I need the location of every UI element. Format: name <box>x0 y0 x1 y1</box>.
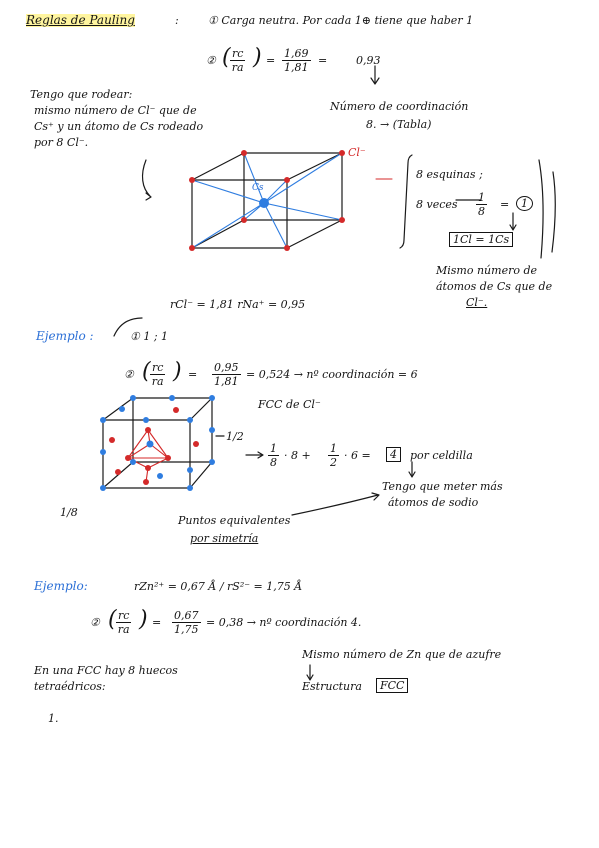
eight-corners: 8 esquinas ; <box>416 168 483 181</box>
page-title: Reglas de Pauling <box>26 13 135 27</box>
note-left-1: Tengo que rodear: <box>30 88 133 101</box>
arrow-down-coordination <box>370 65 380 85</box>
ex1-equals: = <box>188 368 198 381</box>
ex2-equals: = <box>152 616 162 629</box>
cube1-cs-label: Cs <box>252 183 264 193</box>
half-label: 1/2 <box>226 430 244 443</box>
puntos-1: Puntos equivalentes <box>178 514 291 527</box>
eight-times: 8 veces <box>416 198 458 211</box>
list-item-1: 1. <box>48 712 59 725</box>
equals-3: = <box>500 198 510 211</box>
cscl-cube <box>189 150 345 251</box>
one-eighth-label: 1/8 <box>60 506 78 519</box>
sum-unit: por celdilla <box>410 449 473 462</box>
rule-1: ① Carga neutra. Por cada 1⊕ tiene que ha… <box>208 14 474 27</box>
note-more-2: átomos de sodio <box>388 496 479 509</box>
fcc-cl-label: FCC de Cl⁻ <box>258 398 321 411</box>
ex2-paren-close: ) <box>139 607 148 632</box>
note-more-1: Tengo que meter más <box>382 480 503 493</box>
cube1-cl-label: Cl⁻ <box>348 146 366 159</box>
note-zn: Mismo número de Zn que de azufre <box>302 648 502 661</box>
arrow-puntos <box>291 492 380 516</box>
radii-1: rCl⁻ = 1,81 rNa⁺ = 0,95 <box>170 298 306 311</box>
hook-arrow <box>113 317 143 337</box>
note-min-1: Mismo número de <box>436 264 538 277</box>
sum-end: · 6 = <box>344 449 371 462</box>
arrow-down-result <box>509 212 517 231</box>
note-coord-2: 8. → (Tabla) <box>366 118 432 131</box>
brace-right <box>538 159 556 259</box>
estructura-label: Estructura <box>302 680 362 693</box>
ejemplo-1-heading: Ejemplo : <box>36 329 94 343</box>
ex2-rule-2-label: ② <box>90 616 100 629</box>
nacl-cube <box>100 395 215 491</box>
ex2-paren-open: ( <box>108 607 117 632</box>
result-one-circled: 1 <box>516 196 533 211</box>
fcc-tetra-1: En una FCC hay 8 huecos <box>34 664 178 677</box>
title-colon: : <box>175 14 179 27</box>
equals: = <box>266 54 276 67</box>
sum-mid: · 8 + <box>284 449 311 462</box>
note-coord-1: Número de coordinación <box>330 100 469 113</box>
note-left-2: mismo número de Cl⁻ que de <box>34 104 197 117</box>
paren-open: ( <box>222 45 231 70</box>
ex1-paren-open: ( <box>142 359 151 384</box>
equals-2: = <box>318 54 328 67</box>
note-left-3: Cs⁺ y un átomo de Cs rodeado <box>34 120 204 133</box>
arrow-note-to-cube <box>141 159 152 201</box>
radii-2: rZn²⁺ = 0,67 Å / rS²⁻ = 1,75 Å <box>134 580 303 593</box>
cs-cl-equality: 1Cl = 1Cs <box>449 232 514 247</box>
ejemplo-2-heading: Ejemplo: <box>34 579 88 593</box>
ex1-result: = 0,524 → nº coordinación = 6 <box>246 368 418 381</box>
paren-close: ) <box>253 45 262 70</box>
ex1-rule-1: ① 1 ; 1 <box>130 330 169 343</box>
brace-left <box>399 154 413 249</box>
arrow-to-sum <box>245 451 264 459</box>
note-left-4: por 8 Cl⁻. <box>34 136 89 149</box>
ratio-1-result: 0,93 <box>356 54 381 67</box>
sum-result: 4 <box>386 447 401 462</box>
ex1-rule-2-label: ② <box>124 368 134 381</box>
ex1-paren-close: ) <box>173 359 182 384</box>
fcc-boxed: FCC <box>376 678 409 693</box>
note-min-2: átomos de Cs que de <box>436 280 553 293</box>
fcc-tetra-2: tetraédricos: <box>34 680 106 693</box>
arrow-down-more <box>408 461 416 478</box>
arrow-down-estructura <box>306 664 314 681</box>
puntos-2: por simetría <box>190 532 259 545</box>
ex2-result: = 0,38 → nº coordinación 4. <box>206 616 362 629</box>
note-min-3: Cl⁻. <box>466 296 488 309</box>
rule-2-label: ② <box>206 54 216 67</box>
